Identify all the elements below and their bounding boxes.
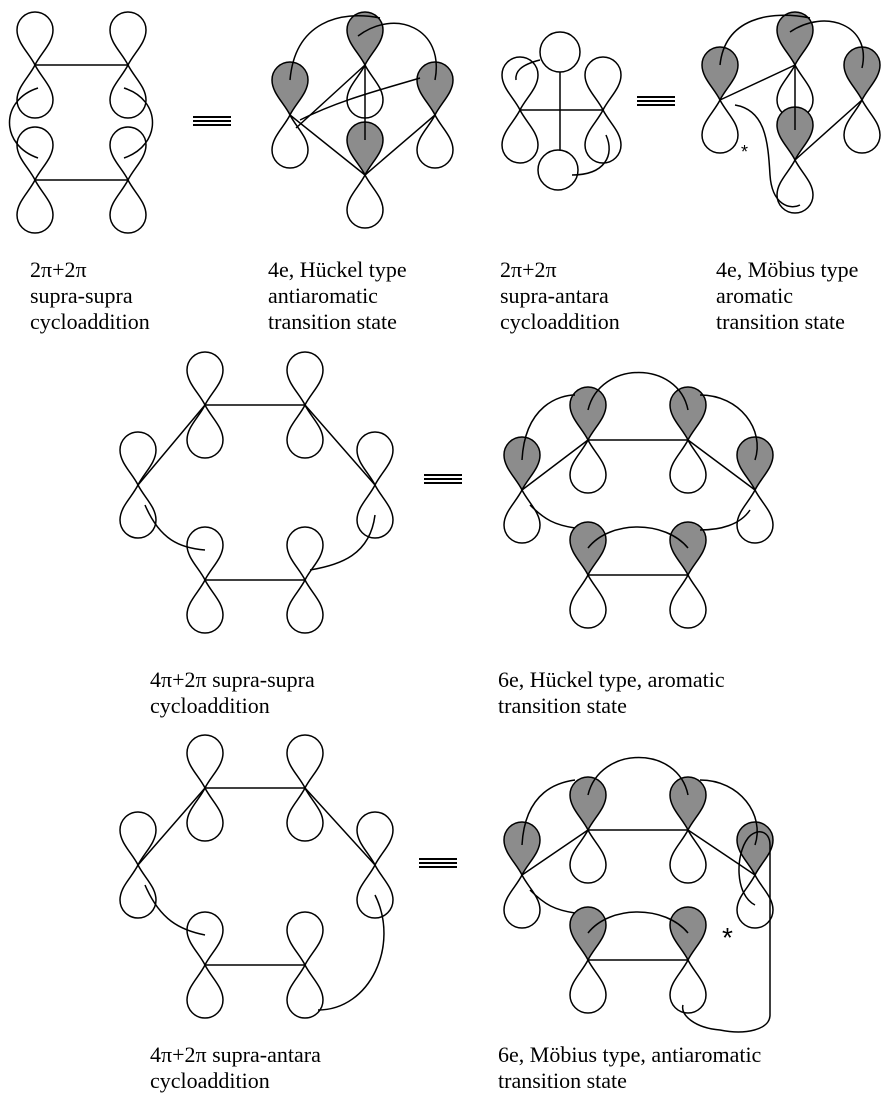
caption-line: 4e, Hückel type <box>268 257 407 282</box>
panel-4e-huckel <box>271 11 454 229</box>
caption-line: 4e, Möbius type <box>716 257 859 282</box>
overlap-arc-bottom <box>587 911 689 934</box>
overlap-right <box>309 514 376 571</box>
overlap-cross <box>299 77 421 121</box>
panel-2plus2-supra-antara <box>501 31 622 191</box>
overlap-arc-top <box>587 756 689 796</box>
caption-line: antiaromatic <box>268 283 378 308</box>
caption-line: 4π+2π supra-supra <box>150 667 315 692</box>
bond-left-top <box>719 64 796 101</box>
overlap-right-lower <box>699 509 751 531</box>
overlap-arc-top <box>289 15 381 81</box>
mobius-marker: * <box>741 142 749 162</box>
caption-line: transition state <box>498 693 627 718</box>
overlap-left <box>515 59 541 81</box>
panel-4plus2-supra-supra <box>119 351 394 634</box>
caption-line: transition state <box>268 309 397 334</box>
caption-line: 2π+2π <box>30 257 87 282</box>
caption-line: cycloaddition <box>150 1068 270 1093</box>
caption-line: aromatic <box>716 283 793 308</box>
panel-2plus2-supra-supra <box>8 11 154 234</box>
caption-line: cycloaddition <box>150 693 270 718</box>
overlap-arc-right <box>357 22 438 81</box>
caption-line: 2π+2π <box>500 257 557 282</box>
overlap-arc-top <box>587 371 689 411</box>
bond-right-bottom <box>794 99 863 161</box>
overlap-arc-left <box>521 394 576 461</box>
panel-6e-huckel <box>503 371 774 629</box>
caption-4plus2-supra-supra: 4π+2π supra-supra cycloaddition <box>150 667 315 719</box>
bond-1-3 <box>521 439 589 491</box>
equivalence-symbol <box>419 858 457 868</box>
equivalence-symbol <box>193 116 231 126</box>
caption-4e-huckel: 4e, Hückel type antiaromatic transition … <box>268 257 407 335</box>
overlap-arc-right <box>789 20 865 69</box>
overlap-arc-right <box>699 394 758 461</box>
bond-1-3 <box>521 829 589 876</box>
caption-2plus2-supra-supra: 2π+2π supra-supra cycloaddition <box>30 257 150 335</box>
bond-2-4 <box>304 787 376 866</box>
caption-line: supra-supra <box>30 283 133 308</box>
equivalence-symbol <box>637 96 675 106</box>
caption-line: 4π+2π supra-antara <box>150 1042 321 1067</box>
caption-6e-mobius: 6e, Möbius type, antiaromatic transition… <box>498 1042 761 1094</box>
panel-6e-mobius <box>503 756 774 1033</box>
overlap-left <box>144 504 206 551</box>
mobius-twist-loop <box>734 104 801 208</box>
mobius-marker: * <box>722 922 733 953</box>
overlap-arc-bottom <box>587 526 689 549</box>
caption-line: cycloaddition <box>500 309 620 334</box>
overlap-left-lower <box>529 504 576 529</box>
bond-2-4 <box>687 439 756 491</box>
bond-2-4 <box>687 829 756 876</box>
overlap-right-antara <box>317 894 385 1011</box>
overlap-arc-left <box>521 779 576 846</box>
mobius-twist-loop <box>681 831 771 1033</box>
overlap-left <box>8 87 39 159</box>
caption-line: 6e, Hückel type, aromatic <box>498 667 725 692</box>
caption-4e-mobius: 4e, Möbius type aromatic transition stat… <box>716 257 858 335</box>
overlap-left <box>144 884 206 936</box>
overlap-arc-top <box>719 14 811 66</box>
overlap-right <box>571 134 610 176</box>
bond-1-3 <box>137 787 206 866</box>
panel-4e-mobius <box>701 11 881 214</box>
panel-4plus2-supra-antara <box>119 734 394 1019</box>
caption-6e-huckel: 6e, Hückel type, aromatic transition sta… <box>498 667 725 719</box>
caption-2plus2-supra-antara: 2π+2π supra-antara cycloaddition <box>500 257 620 335</box>
equivalence-symbol <box>424 474 462 484</box>
bond-2-4 <box>304 404 376 486</box>
bond-1-3 <box>137 404 206 486</box>
caption-4plus2-supra-antara: 4π+2π supra-antara cycloaddition <box>150 1042 321 1094</box>
p-orbital-bottom-endon <box>537 149 579 191</box>
overlap-arc-right <box>699 779 758 846</box>
bond-left-bottom <box>289 114 366 176</box>
overlap-left-lower <box>529 889 576 914</box>
caption-line: 6e, Möbius type, antiaromatic <box>498 1042 762 1067</box>
caption-line: transition state <box>498 1068 627 1093</box>
overlap-right <box>123 87 154 159</box>
p-orbital-top-endon <box>539 31 581 73</box>
caption-line: transition state <box>716 309 845 334</box>
bond-right-bottom <box>364 114 436 176</box>
caption-line: supra-antara <box>500 283 609 308</box>
caption-line: cycloaddition <box>30 309 150 334</box>
bond-top-left <box>295 64 366 129</box>
